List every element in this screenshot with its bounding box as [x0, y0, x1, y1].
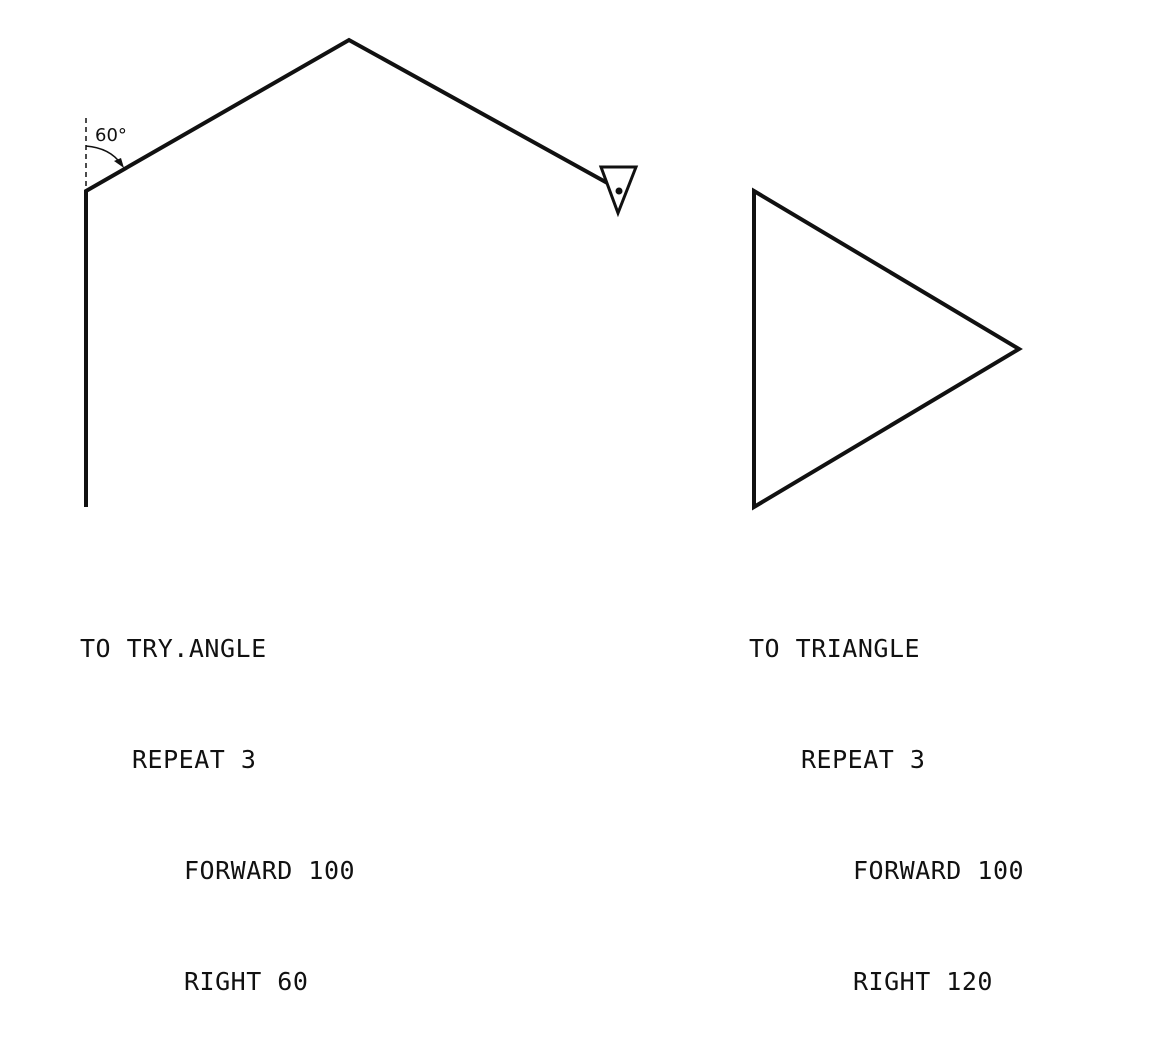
- forward-line: FORWARD 100: [853, 856, 1025, 885]
- angle-arrowhead-icon: [114, 158, 124, 168]
- repeat-line: REPEAT 3: [801, 745, 926, 774]
- turn-line: RIGHT 60: [184, 967, 309, 996]
- turn-line: RIGHT 120: [853, 967, 993, 996]
- try-angle-drawing: 60°: [84, 37, 639, 507]
- triangle-drawing: [752, 187, 1023, 511]
- turtle-triangle-icon: [598, 165, 639, 218]
- repeat-line: REPEAT 3: [132, 745, 257, 774]
- logo-turtle-figure: 60°: [84, 37, 1023, 511]
- procedure-header: TO TRY.ANGLE: [80, 634, 267, 663]
- try-angle-procedure: TO TRY.ANGLE REPEAT 3 FORWARD 100 RIGHT …: [80, 556, 355, 1037]
- try-angle-path: [84, 37, 621, 507]
- angle-label: 60°: [95, 125, 127, 146]
- triangle-procedure: TO TRIANGLE REPEAT 3 FORWARD 100 RIGHT 1…: [749, 556, 1024, 1037]
- forward-line: FORWARD 100: [184, 856, 356, 885]
- procedure-header: TO TRIANGLE: [749, 634, 921, 663]
- triangle-shape: [752, 187, 1023, 511]
